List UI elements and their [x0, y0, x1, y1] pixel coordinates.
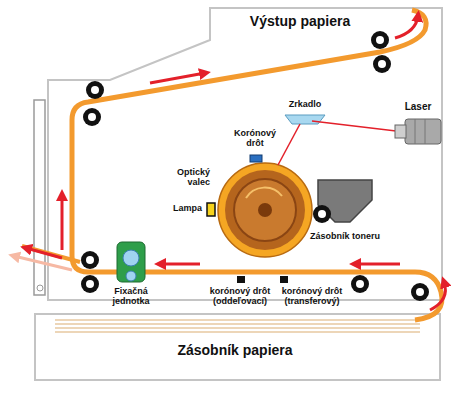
roller [81, 275, 99, 293]
drum-axle [258, 203, 272, 217]
paper-tray [35, 314, 440, 380]
roller [86, 81, 104, 99]
part-label: Výstup papiera [235, 14, 365, 29]
part-label: korónový drôt (transferový) [277, 287, 347, 307]
laser-beam [312, 121, 396, 131]
fixing-roller [123, 250, 139, 266]
part-label: korónový drôt (oddeľovací) [205, 287, 275, 307]
paper-stack [55, 320, 420, 332]
flow-arrow [61, 195, 64, 250]
roller-core [378, 60, 386, 68]
fixing-unit [117, 242, 145, 282]
toner-roller [313, 205, 331, 223]
part-label: Zásobník papiera [125, 343, 345, 358]
roller [351, 275, 369, 293]
roller-core [86, 256, 94, 264]
paper-path [72, 10, 442, 320]
flow-arrow [395, 16, 418, 38]
flow-arrow [430, 282, 445, 310]
roller-core [416, 288, 424, 296]
laser-ridge [425, 119, 426, 144]
roller [411, 283, 429, 301]
part-label: Zrkadlo [275, 100, 335, 110]
laser-body [405, 119, 441, 144]
drum-inner [234, 179, 296, 241]
side-door [34, 100, 45, 295]
part-label: Zásobník toneru [300, 232, 390, 242]
paper-sheet [55, 323, 420, 325]
part-label: Fixačná jednotka [104, 287, 158, 307]
roller-core [91, 86, 99, 94]
part-label: Korónový drôt [226, 129, 284, 149]
roller [371, 31, 389, 49]
flow-arrow [160, 263, 200, 266]
optical-drum [218, 163, 312, 257]
paper-sheet [55, 319, 420, 321]
part-label: Optický valec [164, 168, 210, 188]
drum-highlight [246, 188, 282, 198]
roller-core [86, 280, 94, 288]
flow-arrow [355, 263, 400, 266]
laser-beam [278, 124, 300, 165]
paper-sheet [55, 327, 420, 329]
corona-wire [237, 276, 245, 283]
paper-sheet [55, 331, 420, 333]
roller [83, 108, 101, 126]
mirror [285, 115, 325, 124]
pale-arrow [14, 256, 72, 270]
roller-core [318, 210, 326, 218]
roller-core [88, 113, 96, 121]
roller [81, 251, 99, 269]
flow-arrow [26, 248, 62, 258]
rollers [81, 31, 429, 301]
drum-core [225, 170, 305, 250]
fixing-roller [126, 271, 136, 281]
laser-ridge [415, 119, 416, 144]
corona-wire [280, 276, 288, 283]
lamp [207, 203, 215, 216]
part-label: Lampa [162, 204, 202, 214]
roller-core [356, 280, 364, 288]
flow-arrows [26, 16, 445, 310]
laser-lens [395, 125, 406, 138]
roller-core [376, 36, 384, 44]
flow-arrow [150, 73, 205, 83]
door-hinge [37, 285, 43, 291]
corona-wire [250, 155, 262, 162]
roller [373, 55, 391, 73]
part-label: Laser [393, 101, 443, 112]
